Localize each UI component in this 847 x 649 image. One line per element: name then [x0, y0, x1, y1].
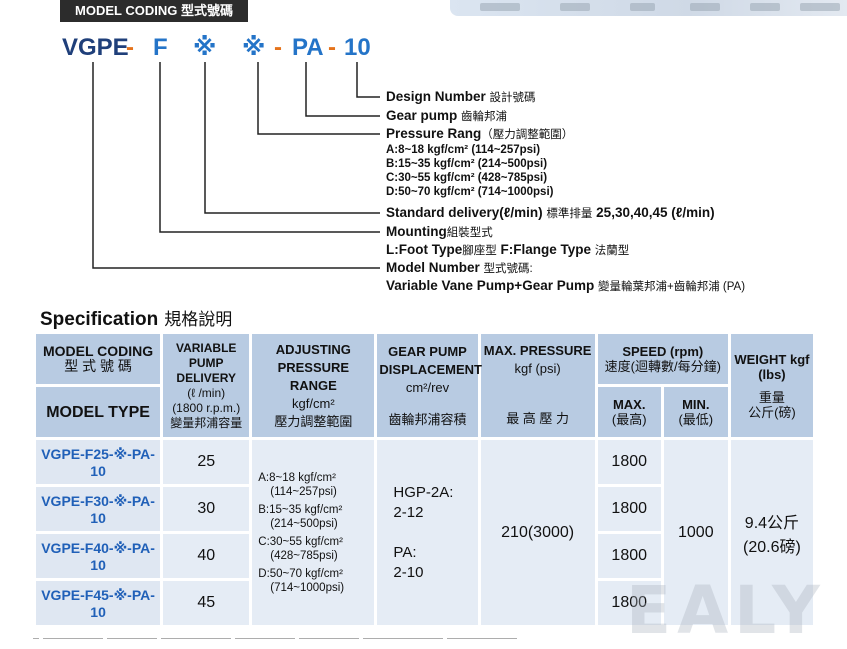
- table-row-delivery: 45: [163, 581, 250, 625]
- model-number-desc: Model Number 型式號碼:: [386, 260, 533, 275]
- footnote-strip: [33, 631, 593, 639]
- pressure-item-d: D:50~70 kgf/cm² (714~1000psi): [386, 186, 554, 198]
- code-vgpe: VGPE: [62, 34, 129, 61]
- table-row-model: VGPE-F40-※-PA-10: [36, 534, 161, 578]
- pressure-item-c: C:30~55 kgf/cm² (428~785psi): [386, 172, 548, 184]
- min-speed-cell: 1000: [663, 440, 728, 625]
- table-row-max-speed: 1800: [597, 440, 661, 484]
- mounting-desc: Mounting組裝型式: [386, 224, 493, 239]
- pressure-item-b: B:15~35 kgf/cm² (214~500psi): [386, 158, 548, 170]
- table-row-delivery: 30: [163, 487, 250, 531]
- leader-lines: [92, 62, 380, 269]
- header-weight: WEIGHT kgf (lbs) 重量 公斤(磅): [730, 334, 813, 437]
- mounting-types-desc: L:Foot Type腳座型 F:Flange Type 法蘭型: [386, 242, 630, 257]
- code-design: 10: [344, 34, 371, 61]
- header-speed: SPEED (rpm) 速度(迴轉數/每分鐘): [597, 334, 728, 384]
- code-dash-1: -: [126, 34, 134, 61]
- table-row-max-speed: 1800: [597, 487, 661, 531]
- max-pressure-cell: 210(3000): [480, 440, 595, 625]
- code-dash-2: -: [274, 34, 282, 61]
- header-max-pressure: MAX. PRESSURE kgf (psi) 最 高 壓 力: [480, 334, 595, 437]
- gear-pump-desc: Gear pump 齒輪邦浦: [386, 108, 508, 123]
- pressure-range-cell: A:8~18 kgf/cm² (114~257psi) B:15~35 kgf/…: [252, 440, 375, 625]
- header-model-coding: MODEL CODING 型 式 號 碼: [36, 334, 161, 384]
- table-row-delivery: 40: [163, 534, 250, 578]
- top-decoration-bar: [450, 0, 847, 16]
- header-adjusting-pressure: ADJUSTING PRESSURE RANGE kgf/cm² 壓力調整範圍: [252, 334, 375, 437]
- header-model-type: MODEL TYPE: [36, 387, 161, 437]
- header-speed-min: MIN. (最低): [663, 387, 728, 437]
- pressure-rang-desc: Pressure Rang（壓力調整範圍）: [386, 126, 574, 141]
- header-variable-pump: VARIABLE PUMP DELIVERY (ℓ /min) (1800 r.…: [163, 334, 250, 437]
- table-row-max-speed: 1800: [597, 534, 661, 578]
- code-pressure: ※: [242, 34, 266, 61]
- table-row-max-speed: 1800: [597, 581, 661, 625]
- weight-cell: 9.4公斤 (20.6磅): [730, 440, 813, 625]
- table-row-model: VGPE-F45-※-PA-10: [36, 581, 161, 625]
- table-row-model: VGPE-F30-※-PA-10: [36, 487, 161, 531]
- code-delivery: ※: [193, 34, 217, 61]
- model-coding-tag: MODEL CODING 型式號碼: [60, 0, 248, 22]
- code-pa: PA: [292, 34, 324, 61]
- design-number-desc: Design Number 設計號碼: [386, 89, 536, 104]
- table-row-model: VGPE-F25-※-PA-10: [36, 440, 161, 484]
- header-gear-pump: GEAR PUMP DISPLACEMENT cm²/rev 齒輪邦浦容積: [377, 334, 482, 437]
- code-mounting: F: [153, 34, 168, 61]
- code-dash-3: -: [328, 34, 336, 61]
- table-row-delivery: 25: [163, 440, 250, 484]
- gear-pump-cell: HGP-2A: 2-12 PA: 2-10: [377, 440, 478, 625]
- specification-table: MODEL CODING 型 式 號 碼 VARIABLE PUMP DELIV…: [33, 331, 816, 628]
- model-number-detail: Variable Vane Pump+Gear Pump 變量輪葉邦浦+齒輪邦浦…: [386, 278, 746, 293]
- pressure-item-a: A:8~18 kgf/cm² (114~257psi): [386, 144, 541, 156]
- header-speed-max: MAX. (最高): [597, 387, 661, 437]
- standard-delivery-desc: Standard delivery(ℓ/min) 標準排量 25,30,40,4…: [386, 205, 715, 220]
